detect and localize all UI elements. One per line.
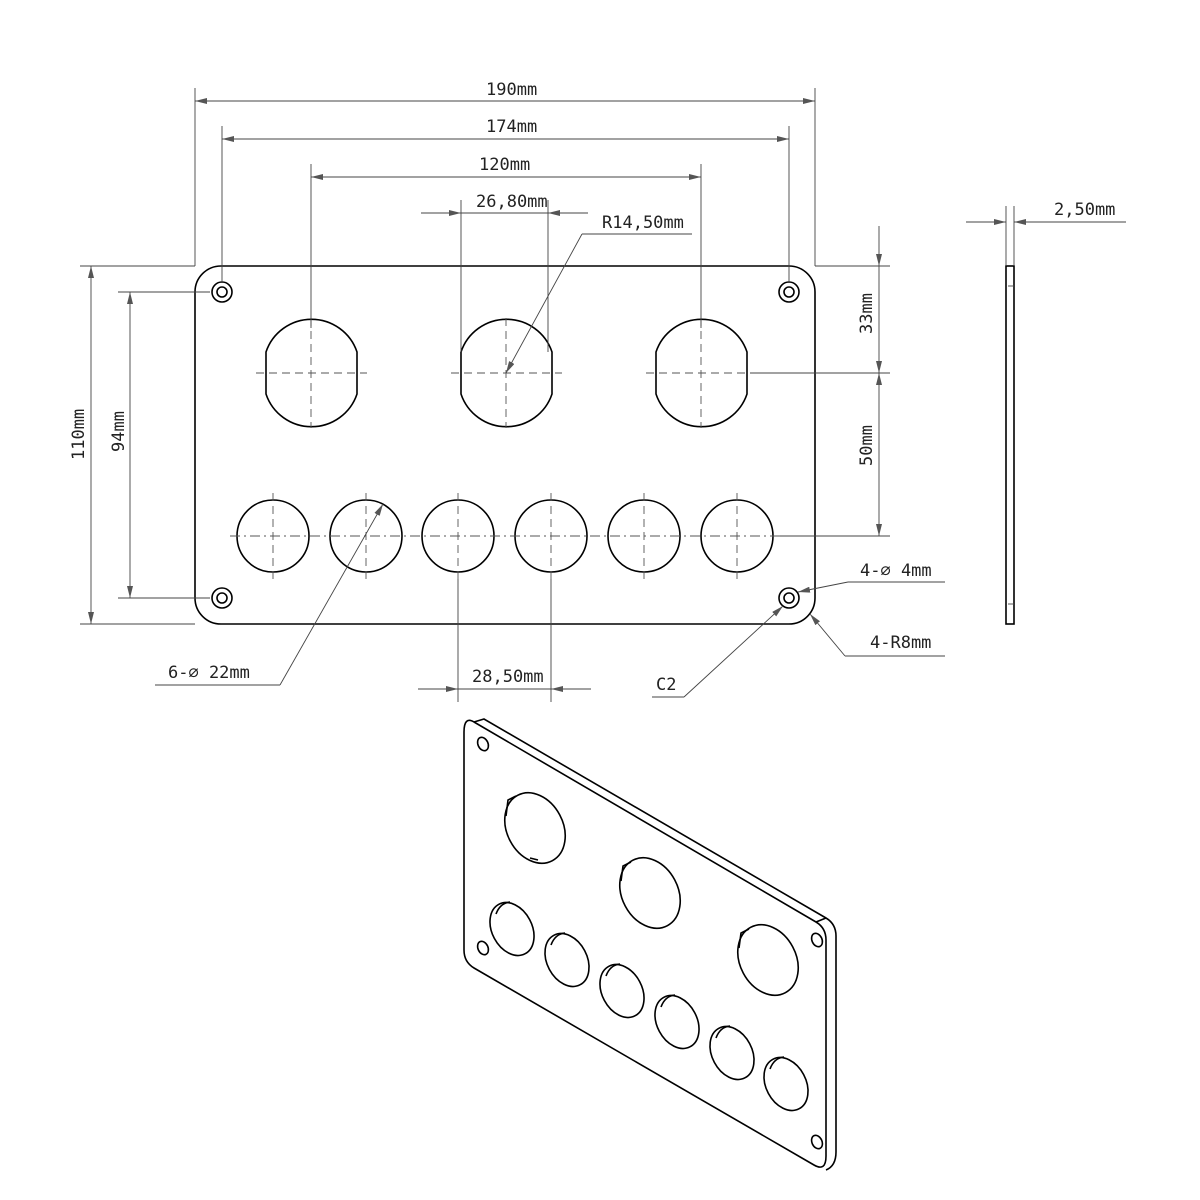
side-view: 2,50mm [966,200,1126,625]
dim-overall-height: 110mm [69,409,89,460]
dim-top-offset: 33mm [857,293,877,334]
dim-chamfer: C2 [656,675,676,695]
iso-small-holes [489,901,809,1112]
dim-corner-radius: 4-R8mm [870,633,931,653]
iso-large-holes [503,791,800,997]
front-view: 190mm 174mm 120mm 26,80mm R14,50mm 33mm … [69,80,945,702]
dim-row-gap: 50mm [857,425,877,466]
dim-large-radius: R14,50mm [602,213,684,233]
side-profile [1005,265,1015,625]
dim-thickness: 2,50mm [1054,200,1115,220]
small-holes [230,493,780,579]
plate-outline [194,265,816,625]
isometric-view [463,718,837,1171]
dim-large-hole-pitch: 120mm [479,155,530,175]
dim-overall-width: 190mm [486,80,537,100]
dim-small-holes: 6-∅ 22mm [168,663,250,683]
dim-flat-width: 26,80mm [476,192,548,212]
dim-hole-span-width: 174mm [486,117,537,137]
dim-mount-holes: 4-∅ 4mm [860,561,932,581]
dim-hole-span-height: 94mm [109,411,129,452]
dim-small-pitch: 28,50mm [472,667,544,687]
iso-front-face [463,719,827,1168]
